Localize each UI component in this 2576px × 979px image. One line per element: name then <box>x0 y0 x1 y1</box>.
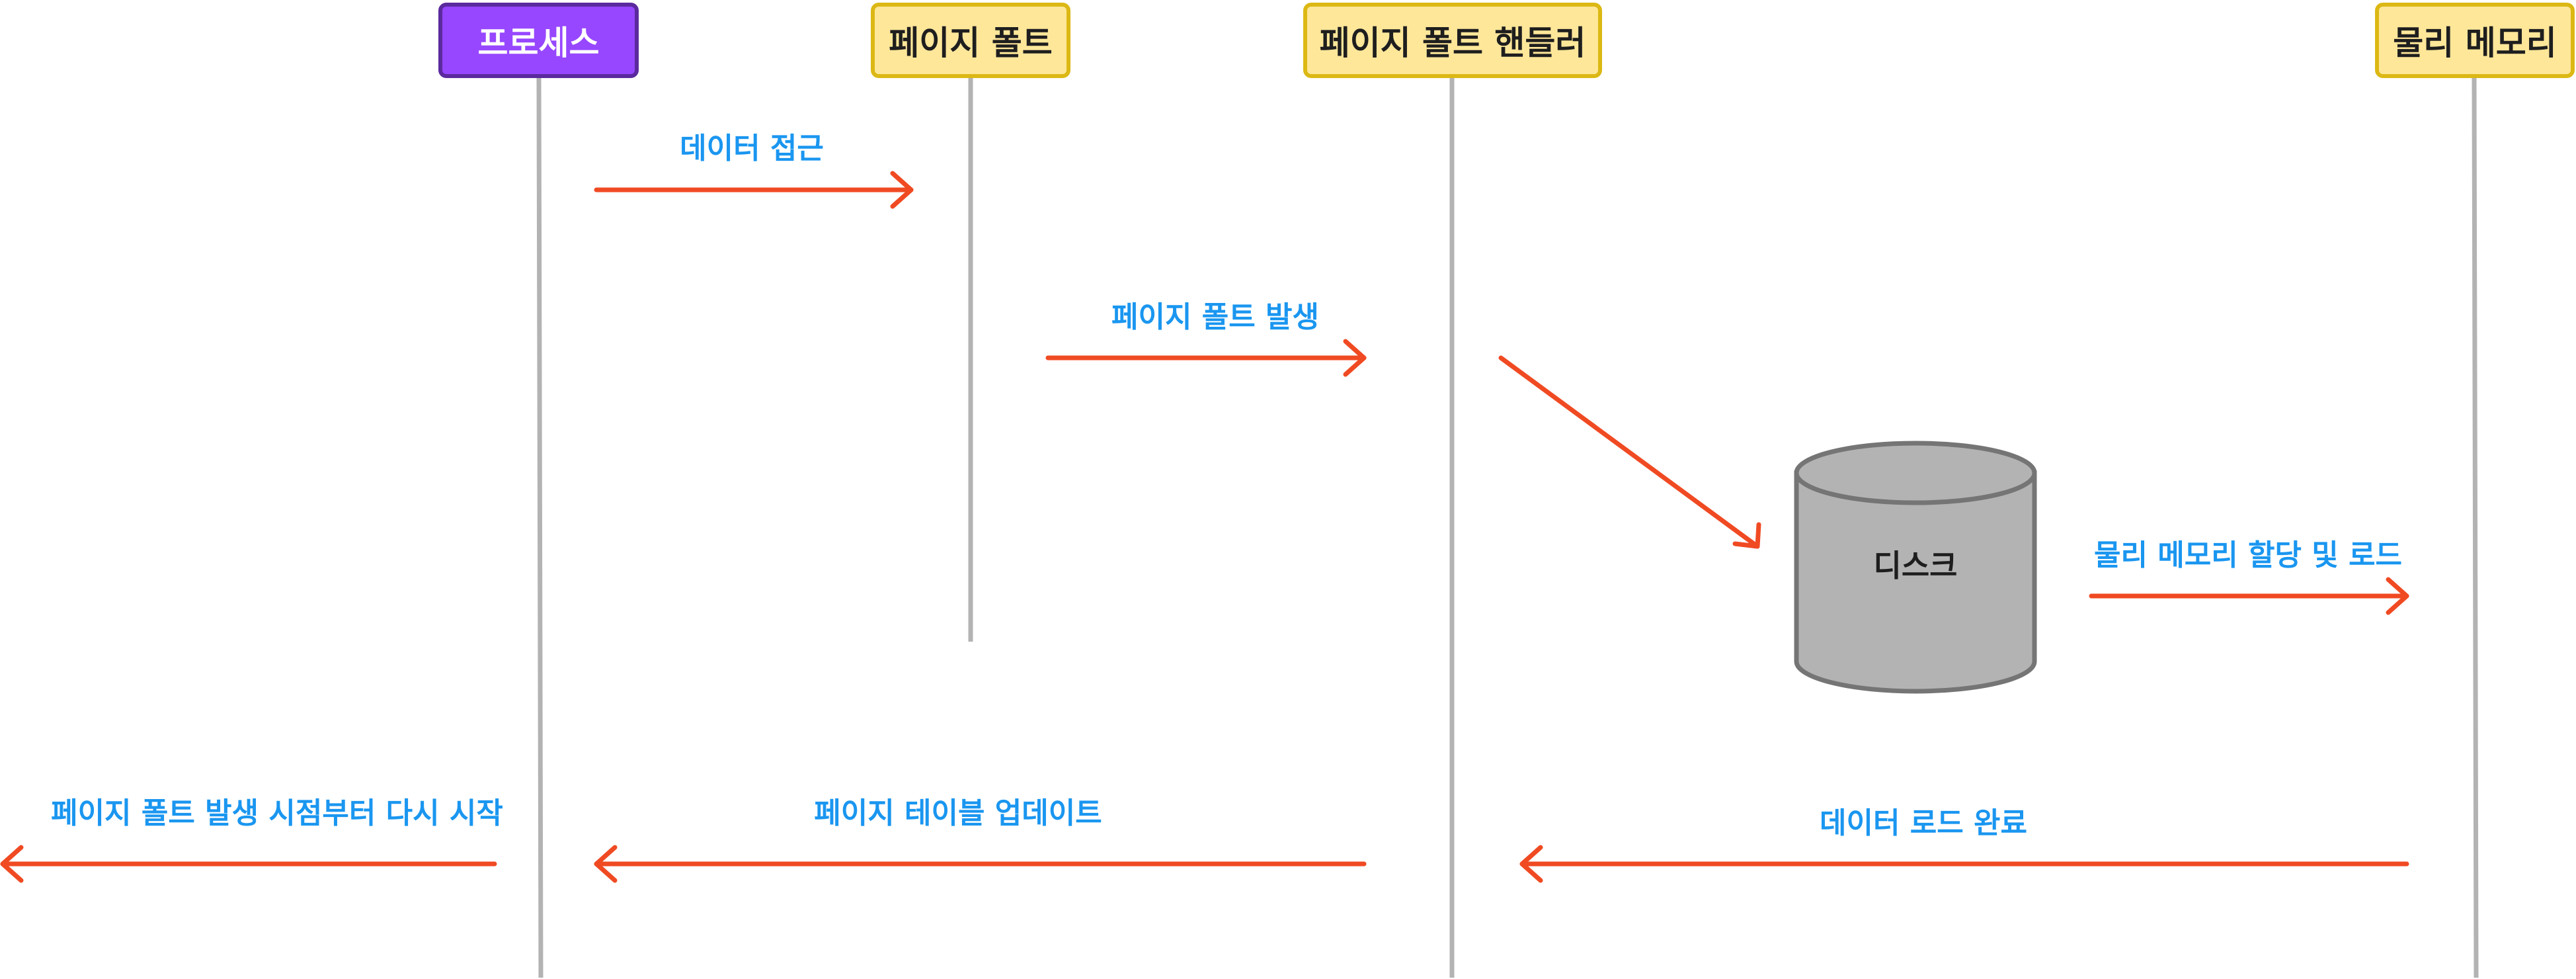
arrow-data-access <box>594 171 914 209</box>
arrow-restart <box>0 845 497 883</box>
disk-label: 디스크 <box>1873 548 1958 583</box>
actor-page-fault-handler: 페이지 폴트 핸들러 <box>1303 3 1602 78</box>
lifeline-physical-memory <box>2472 77 2479 978</box>
actor-page-fault: 페이지 폴트 <box>871 3 1070 78</box>
arrow-page-fault-occurs <box>1045 339 1367 377</box>
message-alloc-and-load: 물리 메모리 할당 및 로드 <box>2093 538 2403 572</box>
actor-process-label: 프로세스 <box>477 24 600 62</box>
actor-page-fault-handler-label: 페이지 폴트 핸들러 <box>1319 24 1586 62</box>
actor-physical-memory-label: 물리 메모리 <box>2393 24 2557 62</box>
actor-page-fault-label: 페이지 폴트 <box>889 24 1053 62</box>
message-restart: 페이지 폴트 발생 시점부터 다시 시작 <box>51 796 503 830</box>
disk-cylinder-icon <box>1794 441 2037 694</box>
arrow-data-load-done <box>1519 845 2409 883</box>
arrow-page-table-update <box>594 845 1367 883</box>
message-data-access: 데이터 접근 <box>680 132 824 165</box>
message-data-load-done: 데이터 로드 완료 <box>1820 806 2027 840</box>
actor-physical-memory: 물리 메모리 <box>2375 3 2575 78</box>
arrow-alloc-and-load <box>2089 577 2409 615</box>
lifeline-process <box>536 77 543 978</box>
message-page-fault-occurs: 페이지 폴트 발생 <box>1111 300 1319 334</box>
actor-process: 프로세스 <box>438 3 639 78</box>
arrow-handler-to-disk <box>1498 355 1761 549</box>
message-page-table-update: 페이지 테이블 업데이트 <box>814 796 1102 830</box>
